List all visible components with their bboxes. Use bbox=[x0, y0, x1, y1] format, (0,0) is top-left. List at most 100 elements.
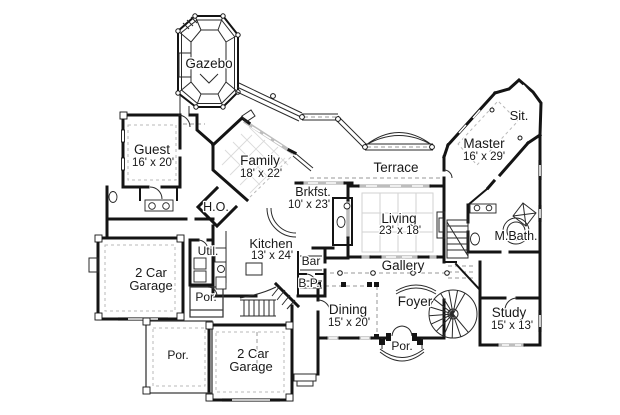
living-fireplace bbox=[436, 211, 446, 239]
guest-bath-sink-1 bbox=[148, 202, 156, 210]
room-dims-study: 15' x 13' bbox=[491, 320, 533, 332]
bar-pantry-powder-walls bbox=[297, 197, 353, 297]
guest-bath-vanity bbox=[144, 199, 174, 212]
corner-quoin bbox=[176, 234, 185, 243]
room-dims-dining: 15' x 20' bbox=[328, 317, 370, 329]
master-tub-inner bbox=[506, 221, 526, 241]
utility-dryer bbox=[193, 270, 207, 283]
gazebo-structure bbox=[175, 13, 241, 114]
room-label-kitchen: Kitchen bbox=[249, 236, 292, 251]
master-vanity bbox=[469, 203, 497, 214]
guest-bath-sink-2 bbox=[162, 202, 170, 210]
breakfast-balustrade bbox=[292, 152, 314, 172]
master-sink-2 bbox=[485, 204, 493, 212]
bar-thick-walls bbox=[311, 246, 335, 298]
master-wall-post bbox=[517, 135, 523, 141]
guest-suite-walls bbox=[105, 113, 216, 240]
door-arcs bbox=[149, 114, 518, 337]
bath-closet-walls bbox=[443, 187, 489, 292]
dining-column bbox=[341, 282, 346, 287]
dining-column bbox=[316, 282, 321, 287]
kitchen-range bbox=[214, 247, 227, 263]
room-dims-kitchen: 13' x 24' bbox=[251, 250, 293, 262]
guest-windows bbox=[121, 129, 125, 171]
utility-kitchen-walls bbox=[188, 224, 258, 298]
family-room-walls bbox=[210, 115, 298, 203]
gazebo-rafters bbox=[177, 15, 239, 108]
corner-quoin bbox=[94, 234, 103, 243]
kitchen-sink bbox=[217, 265, 225, 273]
gazebo-grill bbox=[178, 52, 192, 78]
dining-foyer-walls bbox=[316, 284, 446, 340]
guest-bath-toilet bbox=[108, 191, 118, 203]
family-fireplace bbox=[241, 109, 256, 123]
foyer-column bbox=[374, 334, 379, 339]
wall-layer bbox=[96, 78, 543, 402]
room-label-home-office: H.O. bbox=[203, 200, 229, 214]
chimney-left bbox=[88, 257, 99, 273]
family-floor-hatch bbox=[221, 126, 289, 194]
corner-quoin bbox=[142, 386, 151, 395]
columns-layer bbox=[94, 107, 523, 402]
room-label-porch-front: Por. bbox=[391, 339, 412, 353]
room-label-dining: Dining bbox=[329, 302, 367, 317]
colonnade-posts bbox=[270, 93, 435, 150]
kitchen-fridge bbox=[215, 276, 227, 290]
home-office-walls bbox=[195, 185, 239, 229]
room-label-family: Family bbox=[240, 153, 280, 168]
room-dims-breakfast: 10' x 23' bbox=[288, 199, 330, 211]
room-label-guest: Guest bbox=[134, 142, 170, 157]
porch-column bbox=[417, 339, 423, 345]
light-detail-layer bbox=[104, 100, 519, 393]
foyer-column bbox=[374, 282, 379, 287]
room-label-porch-rear: Por. bbox=[167, 348, 188, 362]
corner-quoin bbox=[285, 321, 294, 330]
porch-rear-outline bbox=[145, 320, 213, 394]
dashed-ceiling-lines bbox=[104, 100, 519, 393]
gallery-column bbox=[370, 270, 376, 276]
room-label-study: Study bbox=[492, 305, 527, 320]
gazebo-walkway bbox=[179, 95, 190, 114]
corner-quoin bbox=[205, 393, 214, 402]
dining-column bbox=[367, 282, 372, 287]
porch-side-outline bbox=[189, 286, 224, 318]
room-label-terrace: Terrace bbox=[373, 160, 418, 175]
rear-step bbox=[293, 373, 317, 387]
corner-quoin bbox=[119, 111, 128, 120]
master-sink-1 bbox=[473, 204, 481, 212]
corner-quoin bbox=[205, 321, 214, 330]
front-door-post bbox=[386, 333, 391, 341]
front-door-post bbox=[412, 333, 417, 341]
room-label-foyer: Foyer bbox=[398, 294, 433, 309]
room-label-garage-bottom-line2: Garage bbox=[229, 359, 272, 374]
powder-toilet bbox=[336, 216, 346, 228]
guest-bath-partitions bbox=[139, 186, 178, 201]
room-dims-living: 23' x 18' bbox=[379, 225, 421, 237]
gallery-column bbox=[337, 270, 343, 276]
room-label-butlers-pantry: B.P. bbox=[298, 276, 319, 290]
room-dims-master: 16' x 29' bbox=[463, 151, 505, 163]
room-dims-guest: 16' x 20' bbox=[132, 157, 174, 169]
room-dims-family: 18' x 22' bbox=[240, 168, 282, 180]
dashed-layout-lines bbox=[183, 116, 476, 374]
terrace-colonnade bbox=[234, 82, 435, 172]
utility-washer bbox=[193, 257, 207, 270]
room-label-master: Master bbox=[463, 136, 505, 151]
corner-quoin bbox=[94, 312, 103, 321]
detail-layer bbox=[88, 109, 537, 394]
gallery-column bbox=[444, 270, 450, 276]
room-label-utility: Util. bbox=[198, 244, 219, 258]
terrace-arch bbox=[365, 132, 433, 146]
corner-quoin bbox=[142, 317, 151, 326]
back-stair bbox=[446, 219, 469, 259]
living-ceiling-grid bbox=[361, 192, 434, 253]
room-label-gallery: Gallery bbox=[382, 258, 425, 273]
front-porch-steps bbox=[379, 338, 425, 362]
main-stair bbox=[239, 285, 296, 317]
master-suite-walls bbox=[442, 78, 543, 191]
room-label-garage-left-line2: Garage bbox=[129, 278, 172, 293]
study-walls bbox=[478, 296, 542, 347]
porch-column bbox=[379, 339, 385, 345]
